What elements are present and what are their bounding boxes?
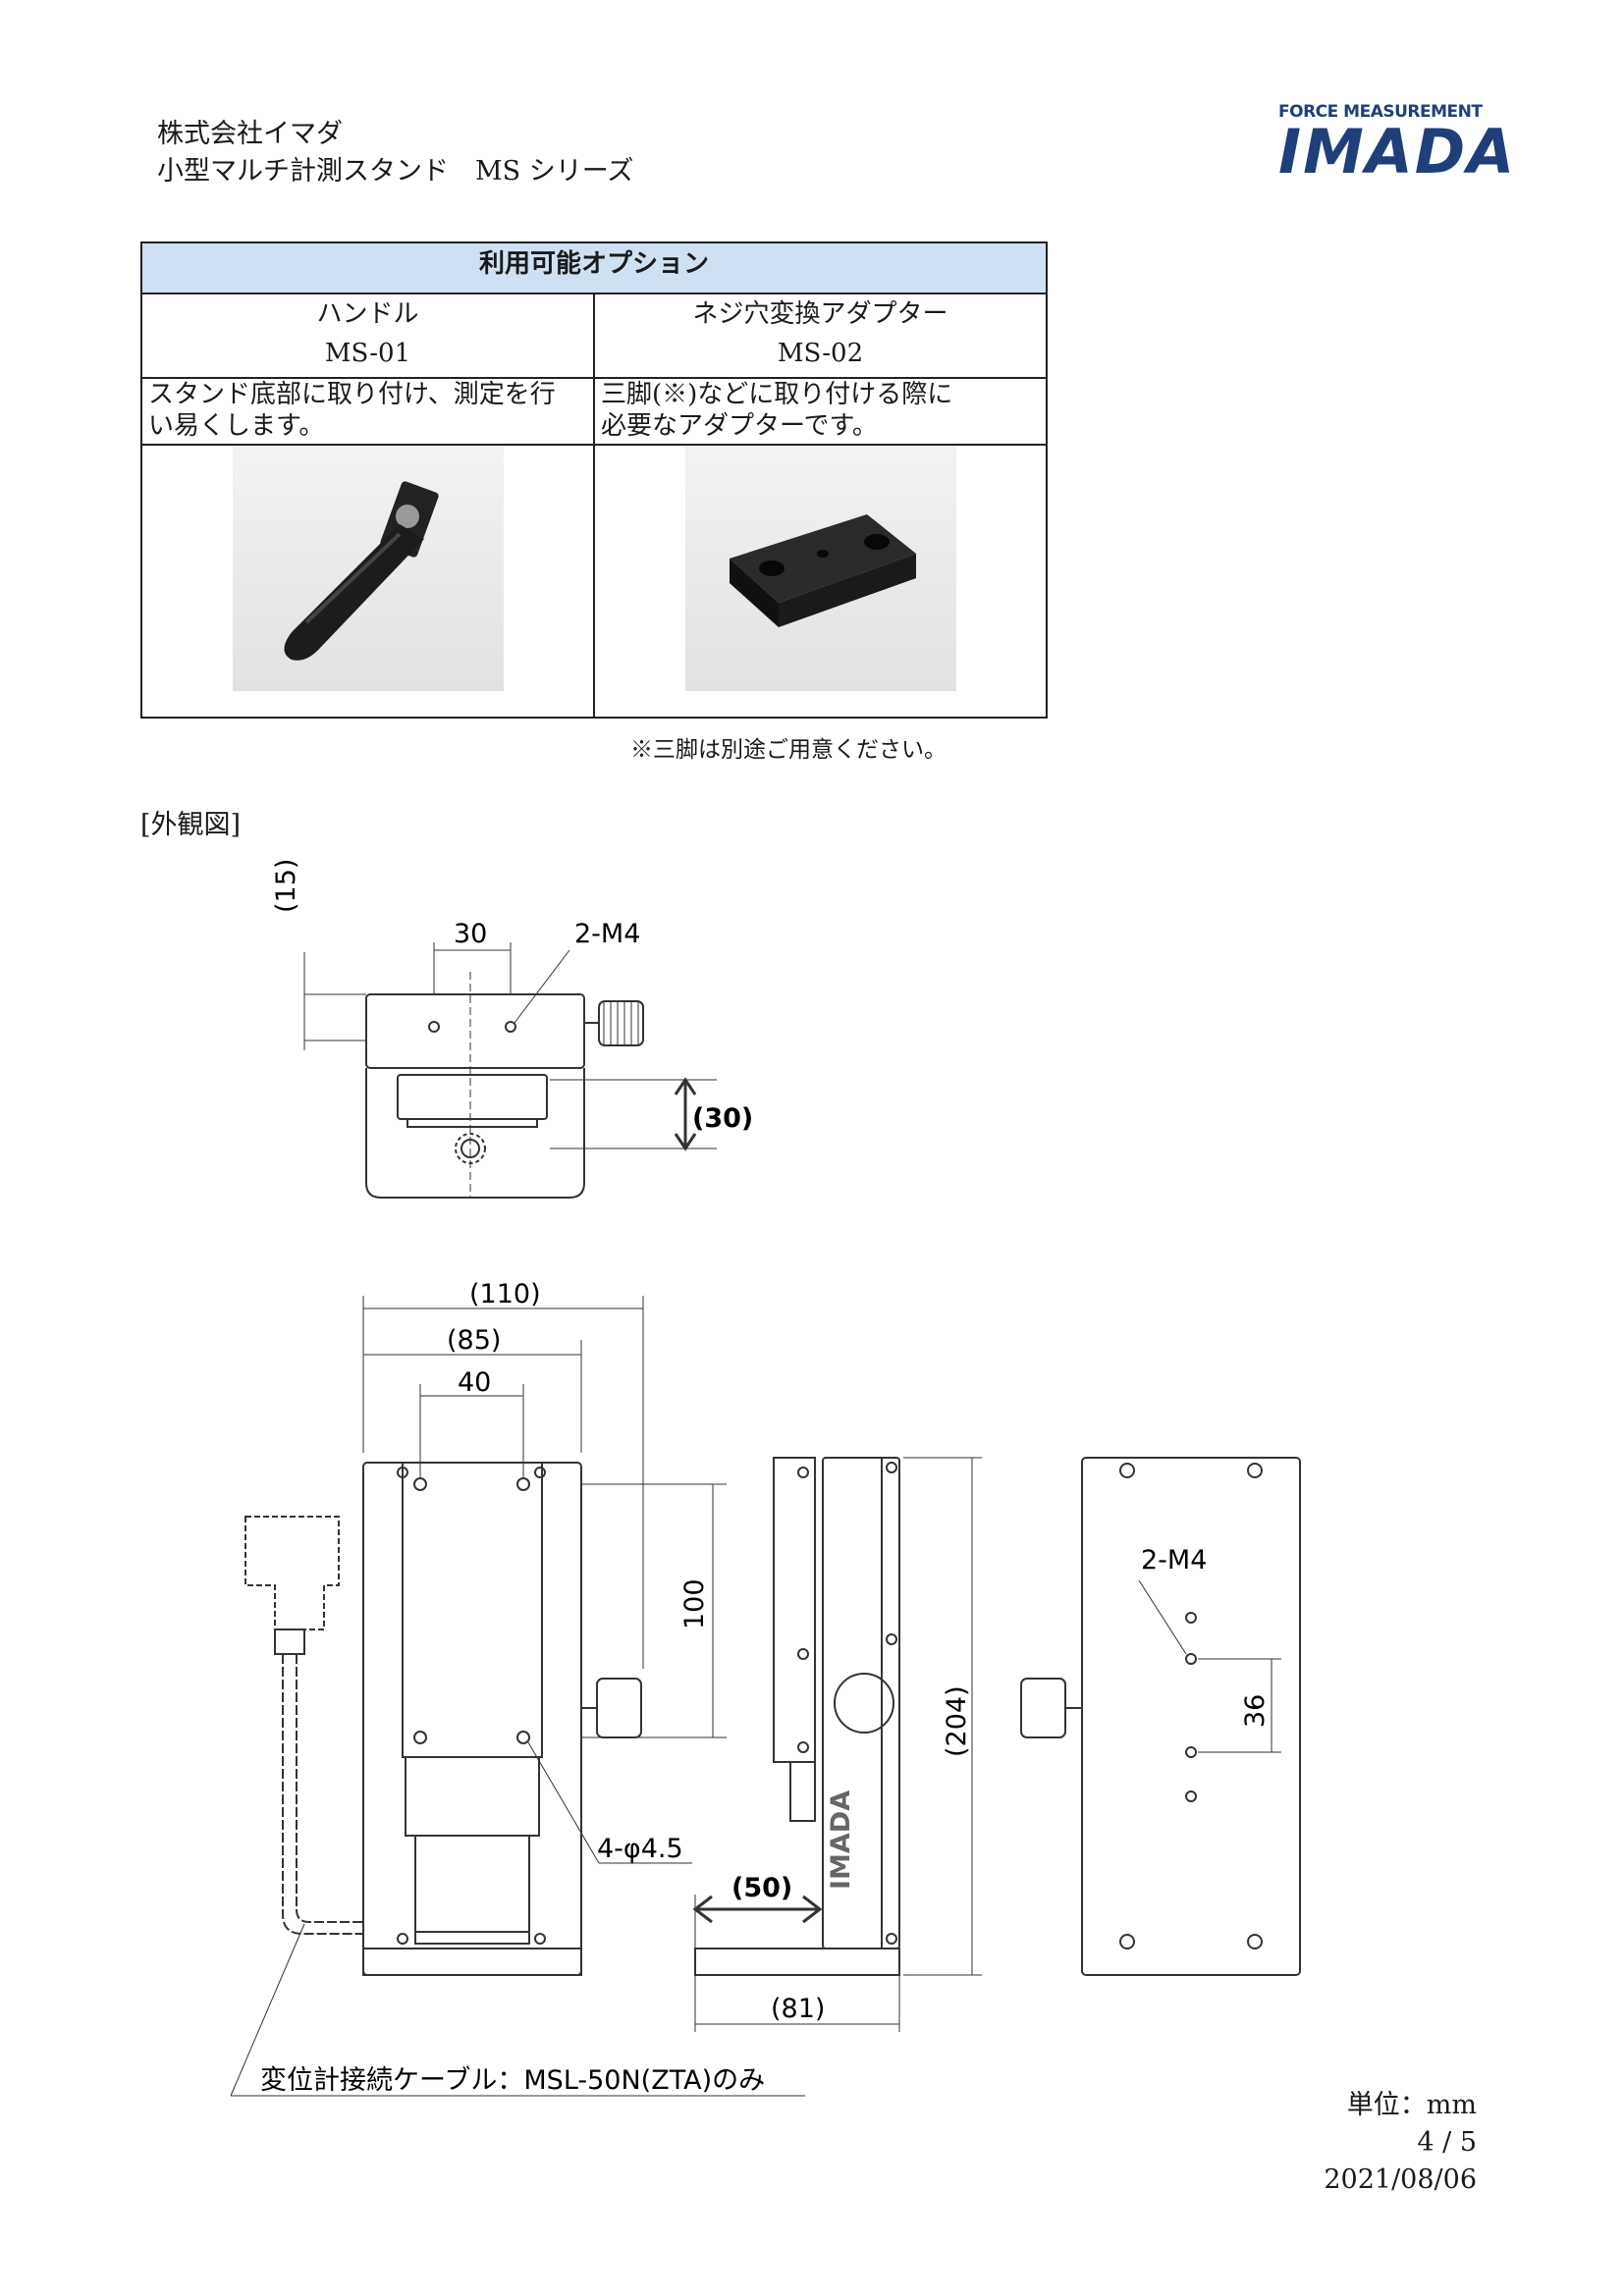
option-desc-line: スタンド底部に取り付け、測定を行 — [148, 380, 556, 409]
option-name: ネジ穴変換アダプター — [692, 299, 948, 329]
handle-photo — [232, 446, 504, 691]
dim-110: (110) — [469, 1279, 541, 1309]
product-name: 小型マルチ計測スタンド MS シリーズ — [157, 156, 634, 187]
rear-hole-label: 2-M4 — [1141, 1545, 1207, 1575]
dim-40: 40 — [458, 1367, 491, 1398]
unit-label: 単位：mm — [1346, 2090, 1477, 2120]
dim-85: (85) — [447, 1325, 501, 1356]
adapter-photo — [684, 446, 956, 691]
option-desc-line: 三脚(※)などに取り付ける際に — [601, 380, 953, 409]
option-code: MS-02 — [777, 339, 864, 368]
dim-81: (81) — [771, 1994, 825, 2024]
options-table: 利用可能オプション ハンドル MS-01 ネジ穴変換アダプター MS-02 スタ… — [140, 241, 1048, 719]
option-desc-line: い易くします。 — [148, 411, 325, 441]
side-view-carriage — [773, 1457, 816, 1763]
dim-204: (204) — [942, 1685, 972, 1757]
dim-30-bracket: (30) — [692, 1103, 753, 1134]
company-name: 株式会社イマダ — [157, 119, 343, 149]
tripod-note: ※三脚は別途ご用意ください。 — [630, 737, 947, 763]
handle-photo-cell — [140, 444, 595, 719]
page-number: 4 / 5 — [1417, 2127, 1477, 2158]
logo-wordmark: IMADA — [1278, 116, 1517, 187]
option-desc-cell: 三脚(※)などに取り付ける際に 必要なアダプターです。 — [593, 377, 1048, 446]
option-code: MS-01 — [324, 339, 411, 368]
dim-30: 30 — [454, 919, 487, 949]
dim-15: (15) — [271, 859, 301, 913]
section-title: [外観図] — [140, 810, 242, 840]
imada-logo: FORCE MEASUREMENT IMADA — [1278, 102, 1517, 187]
option-desc-cell: スタンド底部に取り付け、測定を行 い易くします。 — [140, 377, 595, 446]
holes-label: 4-φ4.5 — [597, 1834, 683, 1864]
option-name-cell: ハンドル MS-01 — [140, 293, 595, 379]
front-view-body — [362, 1462, 582, 1976]
cable-note: 変位計接続ケーブル：MSL-50N(ZTA)のみ — [260, 2065, 765, 2096]
dim-50: (50) — [731, 1873, 792, 1903]
top-view-base — [365, 1068, 585, 1199]
option-name: ハンドル — [316, 299, 419, 329]
side-brand: IMADA — [826, 1790, 856, 1890]
options-table-title: 利用可能オプション — [140, 241, 1048, 294]
top-hole-label: 2-M4 — [574, 919, 640, 949]
rear-view-body — [1081, 1457, 1301, 1976]
dim-100: 100 — [679, 1578, 710, 1629]
dim-36: 36 — [1240, 1694, 1271, 1728]
top-view-body — [365, 993, 585, 1069]
option-desc-line: 必要なアダプターです。 — [601, 411, 878, 441]
adapter-photo-cell — [593, 444, 1048, 719]
option-name-cell: ネジ穴変換アダプター MS-02 — [593, 293, 1048, 379]
document-date: 2021/08/06 — [1324, 2164, 1477, 2195]
logo-subtitle: FORCE MEASUREMENT — [1278, 102, 1483, 122]
